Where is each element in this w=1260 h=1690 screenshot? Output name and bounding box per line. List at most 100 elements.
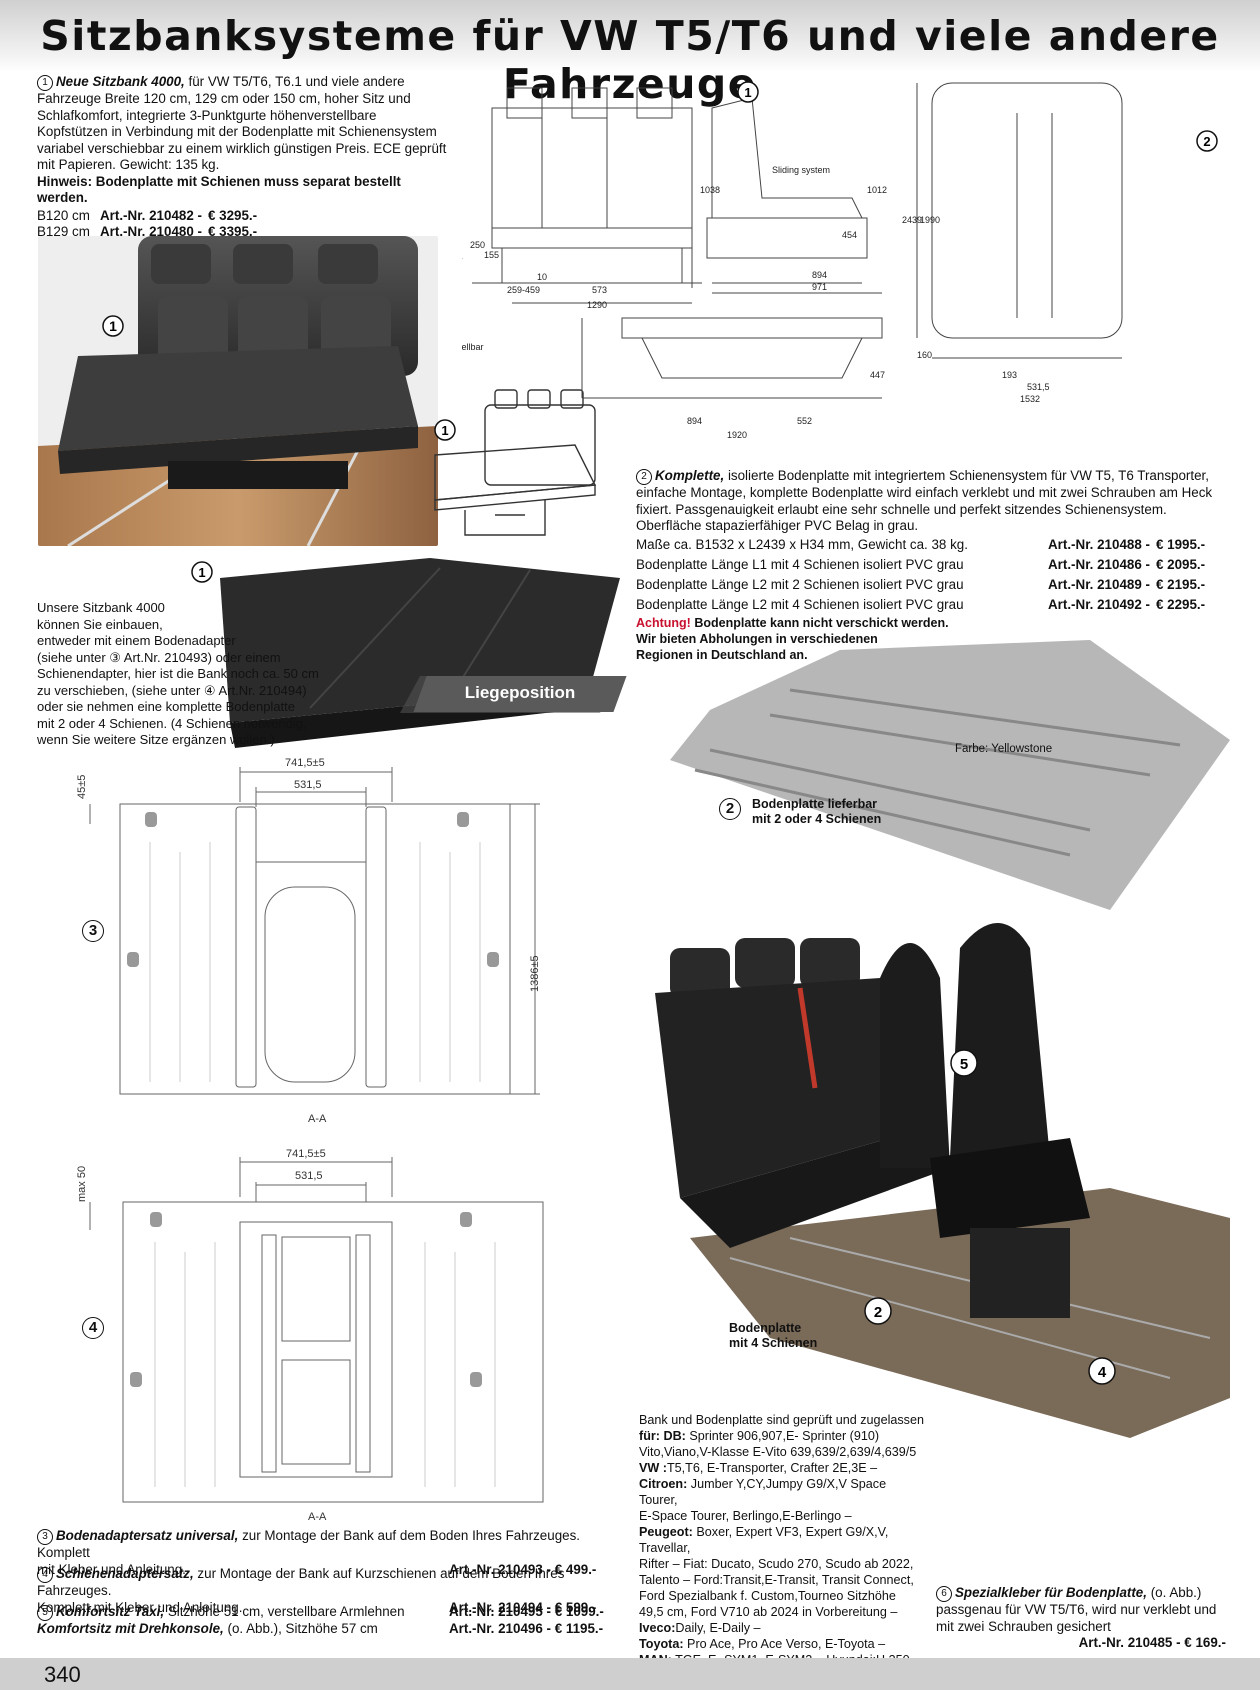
compat-line: Vito,Viano,V-Klasse E-Vito 639,639/2,639… (639, 1445, 917, 1459)
svg-text:10: 10 (537, 272, 547, 282)
page-number: 340 (44, 1662, 81, 1687)
compat-line: Talento – Ford:Transit,E-Transit, Transi… (639, 1573, 914, 1587)
compat-line: Citroen: Jumber Y,CY,Jumpy G9/X,V Space … (639, 1477, 887, 1507)
svg-text:1038: 1038 (700, 185, 720, 195)
svg-text:894: 894 (687, 416, 702, 426)
marker-1-label: 1 (109, 318, 117, 334)
compat-line: Ford Spezialbank f. Custom,Tourneo Sitzh… (639, 1589, 896, 1603)
compat-line: Bank und Bodenplatte sind geprüft und zu… (639, 1413, 924, 1427)
svg-text:5: 5 (960, 1056, 968, 1073)
info-line: entweder mit einem Bodenadapter (37, 633, 236, 648)
svg-text:155: 155 (484, 250, 499, 260)
svg-text:531,5: 531,5 (294, 779, 322, 791)
product2-desc: isolierte Bodenplatte mit integriertem S… (636, 468, 1213, 533)
plate-item-row: Maße ca. B1532 x L2439 x H34 mm, Gewicht… (636, 536, 1206, 552)
svg-text:2439: 2439 (902, 215, 922, 225)
plate-item-row: Bodenplatte Länge L2 mit 2 Schienen isol… (636, 576, 1206, 592)
svg-text:741,5±5: 741,5±5 (285, 757, 325, 769)
plate-item-row: Bodenplatte Länge L1 mit 4 Schienen isol… (636, 556, 1206, 572)
compat-line: 49,5 cm, Ford V710 ab 2024 in Vorbereitu… (639, 1605, 898, 1619)
product1-note: Hinweis: Bodenplatte mit Schienen muss s… (37, 173, 401, 206)
svg-text:verstellbar: verstellbar (462, 342, 484, 352)
svg-text:552: 552 (797, 416, 812, 426)
svg-text:1290: 1290 (587, 300, 607, 310)
info-line: können Sie einbauen, (37, 616, 163, 632)
info-line: (siehe unter ③ Art.Nr. 210493) oder eine… (37, 649, 281, 665)
floor-plate-photo (670, 640, 1230, 910)
svg-text:531,5: 531,5 (295, 1170, 323, 1182)
svg-text:894: 894 (812, 270, 827, 280)
compat-line: VW :T5,T6, E-Transporter, Crafter 2E,3E … (639, 1461, 878, 1475)
svg-text:1012: 1012 (867, 185, 887, 195)
marker-1c-label: 1 (198, 565, 205, 580)
svg-text:45±5: 45±5 (76, 775, 88, 799)
product2-name: Komplette, (655, 468, 725, 483)
product2-number: 2 (636, 469, 652, 485)
compat-line: Peugeot: Boxer, Expert VF3, Expert G9/X,… (639, 1525, 889, 1555)
svg-text:1532: 1532 (1020, 394, 1040, 404)
svg-text:971: 971 (812, 282, 827, 292)
technical-drawing-top: 250 155 10 259-459 573 1290 verstellbar … (462, 81, 1218, 440)
svg-text:447: 447 (870, 370, 885, 380)
svg-text:2: 2 (1203, 134, 1210, 149)
footer-band (0, 1658, 1260, 1690)
info-line: oder sie nehmen eine komplette Bodenplat… (37, 699, 296, 714)
svg-text:259-459: 259-459 (507, 285, 540, 295)
svg-text:573: 573 (592, 285, 607, 295)
svg-text:1920: 1920 (727, 430, 747, 440)
info-line: zu verschieben, (siehe unter ④ Art.Nr. 2… (37, 682, 307, 698)
svg-text:160: 160 (917, 350, 932, 360)
svg-text:250: 250 (470, 240, 485, 250)
svg-text:1990: 1990 (920, 215, 940, 225)
compat-line: Toyota: Pro Ace, Pro Ace Verso, E-Toyota… (639, 1637, 886, 1651)
info-line: wenn Sie weitere Sitze ergänzen wollen.) (37, 732, 275, 747)
svg-text:A-A: A-A (308, 1511, 327, 1522)
seat-bench-photo: 1 (38, 236, 438, 546)
info-line: Schienendapter, hier ist die Bank noch c… (37, 666, 319, 681)
marker-2: 2 (719, 798, 741, 820)
plate-item-row: Bodenplatte Länge L2 mit 4 Schienen isol… (636, 596, 1206, 612)
liegeposition-label: Liegeposition (464, 683, 576, 702)
compat-line: für: DB: Sprinter 906,907,E- Sprinter (9… (639, 1429, 880, 1443)
product2-items: Maße ca. B1532 x L2439 x H34 mm, Gewicht… (636, 535, 1226, 615)
svg-text:741,5±5: 741,5±5 (286, 1148, 326, 1160)
info-line: Unsere Sitzbank 4000 (37, 600, 165, 615)
svg-text:4: 4 (1098, 1364, 1107, 1381)
svg-text:531,5: 531,5 (1027, 382, 1050, 392)
product1-number: 1 (37, 75, 53, 91)
svg-text:max 50: max 50 (76, 1166, 88, 1202)
svg-text:454: 454 (842, 230, 857, 240)
svg-text:193: 193 (1002, 370, 1017, 380)
compat-line: E-Space Tourer, Berlingo,E-Berlingo – (639, 1509, 852, 1523)
bench-sketch: 1 (434, 389, 597, 536)
compat-line: Iveco:Daily, E-Daily – (639, 1621, 761, 1635)
page-title: Sitzbanksysteme für VW T5/T6 und viele a… (40, 12, 1220, 108)
adapter-drawing-3: 741,5±5 531,5 45±5 1386±5 A-A (76, 757, 541, 1124)
product1-desc: für VW T5/T6, T6.1 und viele andere Fahr… (37, 74, 447, 172)
marker-1b-label: 1 (441, 423, 448, 438)
adapter-drawing-4: 741,5±5 531,5 max 50 A-A (76, 1148, 544, 1522)
marker-4: 4 (82, 1317, 104, 1339)
svg-text:Sliding system: Sliding system (772, 165, 830, 175)
svg-text:2: 2 (874, 1304, 882, 1321)
svg-text:1386±5: 1386±5 (529, 955, 541, 992)
compat-line: Rifter – Fiat: Ducato, Scudo 270, Scudo … (639, 1557, 914, 1571)
farbe-label: Farbe: Yellowstone (955, 743, 1053, 755)
product1-name: Neue Sitzbank 4000, (56, 74, 185, 89)
marker-3: 3 (82, 920, 104, 942)
svg-text:1: 1 (744, 85, 751, 100)
info-line: mit 2 oder 4 Schienen. (4 Schienen notwe… (37, 715, 307, 731)
svg-text:A-A: A-A (308, 1113, 327, 1124)
product2-warning: Achtung! Bodenplatte kann nicht verschic… (636, 615, 949, 662)
compatibility-box: Bank und Bodenplatte sind geprüft und zu… (637, 1410, 925, 1686)
